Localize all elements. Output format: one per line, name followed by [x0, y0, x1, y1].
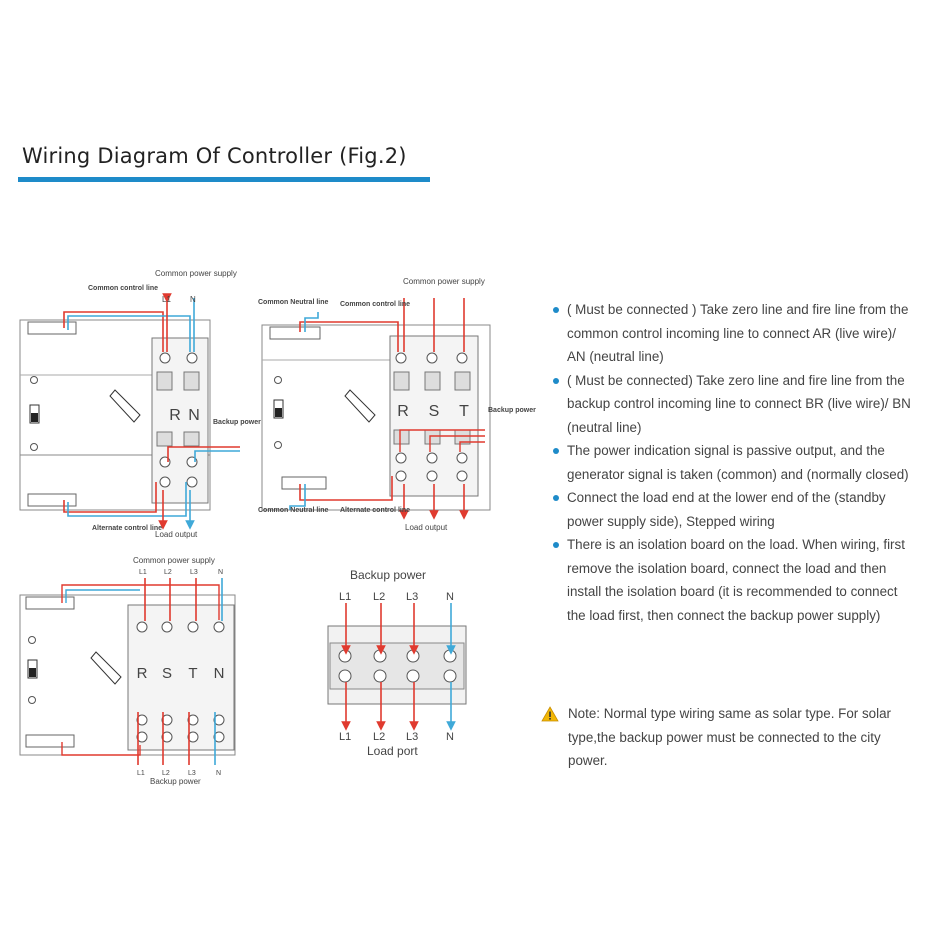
d4-term-bottom-3: N — [446, 731, 454, 743]
d4-term-bottom-1: L2 — [373, 731, 385, 743]
d3-term-bottom-3: N — [216, 770, 221, 777]
d4-backup-power: Backup power — [350, 568, 426, 582]
d2-backup-power: Backup power — [488, 407, 536, 414]
d2-common-neutral-bottom: Common Neutral line — [258, 507, 329, 514]
diagram-4: Backup power L1 L2 L3 N L1 L2 L3 N Load … — [327, 568, 467, 758]
diagram-1: R N Common power supply Common control l… — [19, 269, 261, 539]
d2-pole-r: R — [397, 403, 409, 420]
d3-term-top-3: N — [218, 569, 223, 576]
warning-text: Note: Normal type wiring same as solar t… — [568, 706, 891, 768]
note-item: ( Must be connected ) Take zero line and… — [553, 298, 917, 369]
d3-term-top-1: L2 — [164, 569, 172, 576]
d3-common-power: Common power supply — [133, 556, 215, 565]
diagram-2: R S T Common power supply Common Neutral… — [258, 277, 536, 532]
diagram-3: Common power supply L1 L2 L3 N R S T N L… — [19, 556, 236, 786]
bullet-icon — [553, 495, 559, 501]
d1-alternate-control: Alternate control line — [92, 525, 162, 532]
d2-common-control: Common control line — [340, 301, 410, 308]
warning-icon — [541, 706, 559, 722]
d3-pole-2: T — [188, 665, 197, 682]
d1-common-power: Common power supply — [155, 269, 237, 278]
bullet-icon — [553, 448, 559, 454]
d2-common-neutral: Common Neutral line — [258, 299, 329, 306]
d3-term-bottom-0: L1 — [137, 770, 145, 777]
d3-term-bottom-1: L2 — [162, 770, 170, 777]
d3-pole-0: R — [137, 665, 148, 682]
d1-load-output: Load output — [155, 530, 198, 539]
d1-term-l1: L1 — [162, 295, 171, 304]
d3-term-bottom-2: L3 — [188, 770, 196, 777]
d3-term-top-2: L3 — [190, 569, 198, 576]
d3-pole-1: S — [162, 665, 172, 682]
d1-backup-power: Backup power — [213, 419, 261, 426]
note-item: ( Must be connected) Take zero line and … — [553, 369, 917, 440]
d2-pole-t: T — [459, 403, 469, 420]
d1-pole-n: N — [188, 407, 200, 424]
d3-pole-3: N — [214, 665, 225, 682]
d1-pole-r: R — [169, 407, 181, 424]
d4-term-top-1: L2 — [373, 591, 385, 603]
d4-term-top-2: L3 — [406, 591, 418, 603]
d3-term-top-0: L1 — [139, 569, 147, 576]
d1-term-n: N — [190, 295, 196, 304]
warning-note: Note: Normal type wiring same as solar t… — [541, 702, 917, 773]
note-item: Connect the load end at the lower end of… — [553, 486, 917, 533]
note-item: The power indication signal is passive o… — [553, 439, 917, 486]
d2-alternate-control: Alternate control line — [340, 507, 410, 514]
d2-common-power: Common power supply — [403, 277, 485, 286]
page-title: Wiring Diagram Of Controller (Fig.2) — [22, 144, 407, 168]
d2-load-output: Load output — [405, 523, 448, 532]
d4-load-port: Load port — [367, 744, 418, 758]
bullet-icon — [553, 377, 559, 384]
d1-common-control: Common control line — [88, 285, 158, 292]
bullet-icon — [553, 542, 559, 548]
d4-term-bottom-2: L3 — [406, 731, 418, 743]
d3-backup-power: Backup power — [150, 777, 201, 786]
d4-term-top-0: L1 — [339, 591, 351, 603]
d2-pole-s: S — [429, 403, 440, 420]
d3-terminals — [136, 621, 225, 743]
d4-term-bottom-0: L1 — [339, 731, 351, 743]
d4-term-top-3: N — [446, 591, 454, 603]
title-underline — [18, 177, 430, 182]
notes-list: ( Must be connected ) Take zero line and… — [553, 298, 917, 627]
note-item: There is an isolation board on the load.… — [553, 533, 917, 627]
bullet-icon — [553, 307, 559, 313]
